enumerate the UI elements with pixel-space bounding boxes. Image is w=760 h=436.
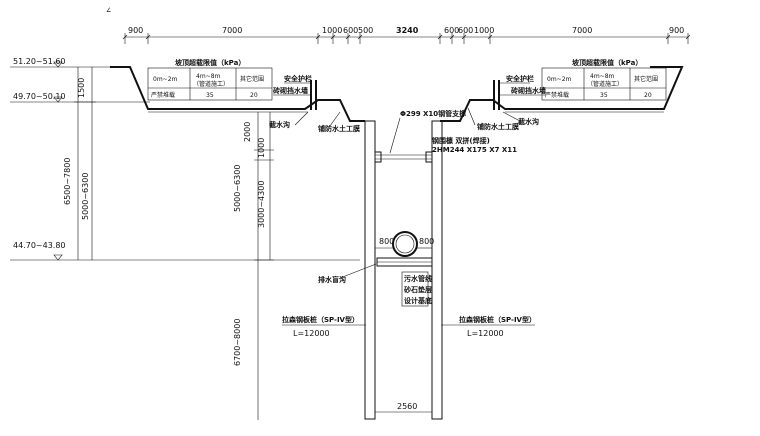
load-table-right-rowlabel: 严禁堆载 <box>545 91 569 99</box>
dim-600-right2: 600 <box>458 26 473 35</box>
label-pile-left-length: L=12000 <box>293 329 330 338</box>
mid-vertical-dims: 2000 1000 5000~6300 3000~4300 6700~8000 <box>233 112 274 420</box>
dim-1000-left: 1000 <box>322 26 342 35</box>
dim-7000-right: 7000 <box>572 26 592 35</box>
load-table-right-h3: 其它范围 <box>634 75 658 83</box>
label-safety-rail-right: 安全护栏 <box>506 74 534 83</box>
elevation-ground: 51.20~51.60 <box>13 57 66 66</box>
svg-text:4m~8m: 4m~8m <box>590 73 615 80</box>
load-table-right-v2: 20 <box>644 92 652 99</box>
dim-3000-4300: 3000~4300 <box>257 181 266 228</box>
load-table-left-h3: 其它范围 <box>240 75 264 83</box>
elevation-bottom: 44.70~43.80 <box>13 241 66 250</box>
dim-600-right1: 600 <box>444 26 459 35</box>
corner-mark: ∠ <box>106 7 111 14</box>
label-geotextile-left: 铺防水土工膜 <box>318 124 360 133</box>
left-vertical-dims: 1500 6500~7800 5000~6300 <box>63 67 96 260</box>
dim-6500-7800: 6500~7800 <box>63 158 72 205</box>
dim-5000-6300-left: 5000~6300 <box>81 173 90 220</box>
load-table-left-h1: 0m~2m <box>153 76 178 83</box>
top-annotations: 安全护栏 砖砌挡水墙 安全护栏 砖砌挡水墙 截水沟 铺防水土工膜 铺防水土工膜 … <box>269 74 546 154</box>
svg-text:4m~8m: 4m~8m <box>196 73 221 80</box>
elevation-step: 49.70~50.10 <box>13 92 66 101</box>
label-design-base: 设计基底 <box>404 296 432 305</box>
pipe-dim-right: 800 <box>419 237 434 246</box>
elevation-markers: 51.20~51.60 49.70~50.10 44.70~43.80 <box>10 57 360 261</box>
load-table-left-v1: 35 <box>206 92 214 99</box>
load-table-right-h1: 0m~2m <box>547 76 572 83</box>
svg-text:（管道施工）: （管道施工） <box>193 80 229 88</box>
label-water-wall-right: 砖砌挡水墙 <box>511 86 546 95</box>
dim-5000-6300-mid: 5000~6300 <box>233 165 242 212</box>
dim-1000-right: 1000 <box>474 26 494 35</box>
load-table-right-title: 坡顶超载限值（kPa） <box>572 58 642 67</box>
dim-600-left: 600 <box>343 26 358 35</box>
label-pile-left: 拉森钢板桩（SP-IV型） <box>282 315 359 324</box>
label-pile-right-length: L=12000 <box>467 329 504 338</box>
label-water-wall-left: 砖砌挡水墙 <box>273 86 308 95</box>
dim-500-left: 500 <box>358 26 373 35</box>
dim-6700-8000: 6700~8000 <box>233 319 242 366</box>
load-table-left: 坡顶超载限值（kPa） 0m~2m 4m~8m （管道施工） 其它范围 严禁堆载… <box>147 58 273 101</box>
label-gravel: 砂石垫层 <box>404 285 432 294</box>
label-waling: 钢围檩 双拼(焊接) <box>432 136 490 145</box>
dim-900-left: 900 <box>128 26 143 35</box>
sheet-piles <box>364 120 443 420</box>
label-drain-ditch-right: 截水沟 <box>518 117 539 126</box>
pipe-dim-left: 800 <box>379 237 394 246</box>
label-steel-support: Φ299 X10钢管支撑 <box>400 109 466 118</box>
top-dimension-line: 900 7000 1000 600 500 3240 600 600 1000 … <box>122 26 691 44</box>
label-geotextile-right: 铺防水土工膜 <box>477 122 519 131</box>
dim-3240: 3240 <box>396 26 419 35</box>
label-blind-ditch: 排水盲沟 <box>318 275 346 284</box>
load-table-left-v2: 20 <box>250 92 258 99</box>
dim-1500: 1500 <box>77 78 86 98</box>
dim-2000: 2000 <box>243 122 252 142</box>
load-table-right-v1: 35 <box>600 92 608 99</box>
label-waling-spec: 2HM244 X175 X7 X11 <box>432 146 517 154</box>
trench-width: 2560 <box>397 402 417 411</box>
dim-1000-vert: 1000 <box>257 138 266 158</box>
sewer-pipe: 800 800 <box>375 231 434 267</box>
label-safety-rail-left: 安全护栏 <box>284 74 312 83</box>
safety-rail <box>310 80 500 110</box>
dim-7000-left: 7000 <box>222 26 242 35</box>
load-table-left-title: 坡顶超载限值（kPa） <box>175 58 245 67</box>
load-table-left-rowlabel: 严禁堆载 <box>151 91 175 99</box>
dim-900-right: 900 <box>669 26 684 35</box>
label-pile-right: 拉森钢板桩（SP-IV型） <box>459 315 536 324</box>
load-table-right: 坡顶超载限值（kPa） 0m~2m 4m~8m （管道施工） 其它范围 严禁堆载… <box>541 58 667 101</box>
label-sewer-pipe: 污水管线 <box>404 274 432 283</box>
label-drain-ditch-left: 截水沟 <box>269 120 290 129</box>
svg-text:（管道施工）: （管道施工） <box>587 80 623 88</box>
trench-labels: 排水盲沟 污水管线 砂石垫层 设计基底 拉森钢板桩（SP-IV型） L=1200… <box>282 263 536 413</box>
